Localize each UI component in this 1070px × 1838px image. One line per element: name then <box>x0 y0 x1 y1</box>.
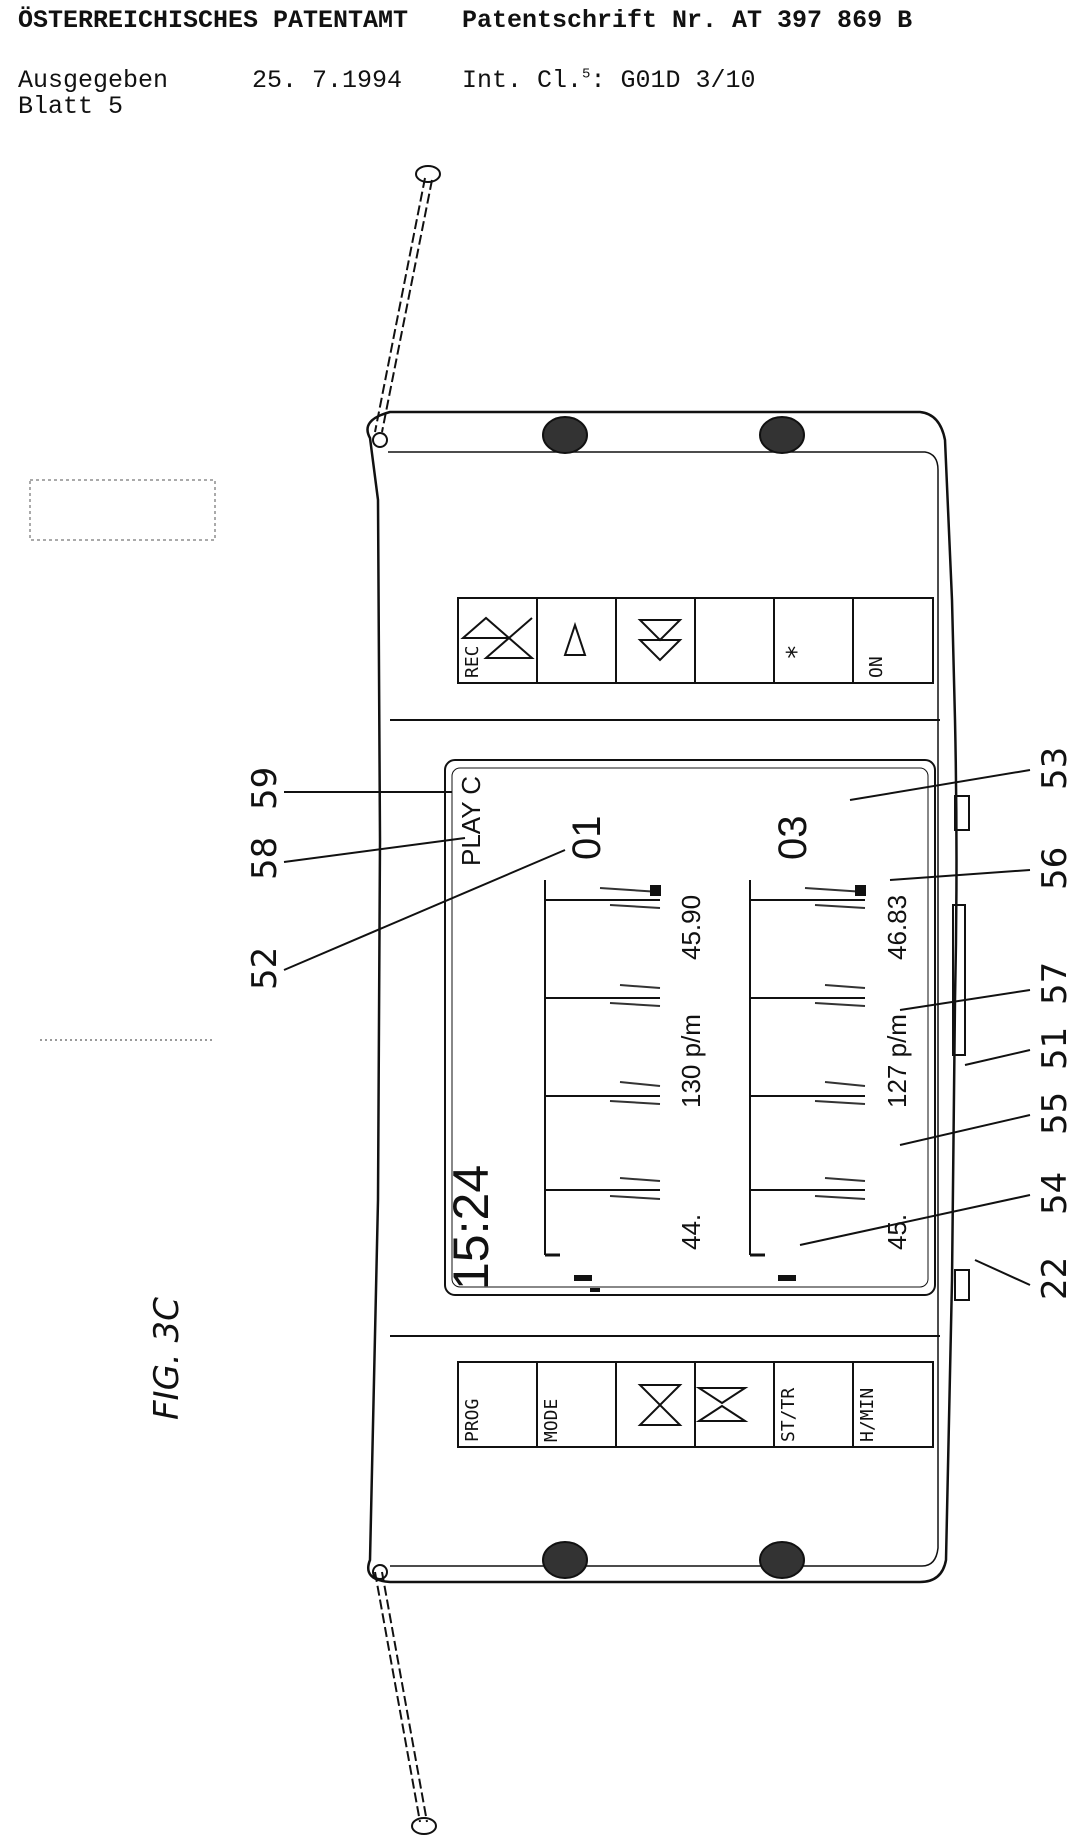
leader-54 <box>799 1194 1031 1246</box>
ref-59: 59 <box>245 767 285 810</box>
screw-top-right <box>759 416 805 454</box>
key-star[interactable]: * <box>782 644 812 660</box>
antenna-top-knob <box>415 165 441 183</box>
antenna-bottom-knob <box>411 1817 437 1835</box>
ref-55: 55 <box>1035 1092 1070 1135</box>
patent-office-name: ÖSTERREICHISCHES PATENTAMT <box>18 6 409 35</box>
fast-forward-down-icon[interactable] <box>637 619 683 662</box>
key-rec[interactable]: REC <box>462 645 483 678</box>
patent-number: Patentschrift Nr. AT 397 869 B <box>462 6 913 35</box>
ref-54: 54 <box>1035 1172 1070 1215</box>
side-button-22[interactable] <box>954 1269 970 1301</box>
leader-22 <box>974 1259 1031 1286</box>
figure-caption: FIG. 3C <box>147 1297 187 1420</box>
leader-53 <box>849 769 1031 801</box>
key-on[interactable]: ON <box>866 656 887 678</box>
side-button-upper <box>954 795 970 831</box>
ref-53: 53 <box>1035 747 1070 790</box>
ref-57: 57 <box>1035 962 1070 1005</box>
ref-52: 52 <box>245 947 285 990</box>
device-housing <box>366 410 958 1584</box>
ref-56: 56 <box>1035 847 1070 890</box>
leader-51 <box>964 1049 1031 1066</box>
key-mode[interactable]: MODE <box>541 1399 562 1442</box>
lcd-channel-1: 01 <box>565 816 609 861</box>
leader-56 <box>889 869 1031 881</box>
int-cl-label: Int. Cl. <box>462 66 583 95</box>
lcd-value-2: 46.83 <box>882 895 912 960</box>
ecg-trace-1 <box>545 887 661 1200</box>
screw-bottom-left <box>542 1541 588 1579</box>
leader-55 <box>899 1114 1031 1146</box>
lcd-channel-2: 03 <box>771 816 815 861</box>
ref-58: 58 <box>245 837 285 880</box>
ecg-trace-2 <box>750 887 866 1200</box>
issued-date: 25. 7.1994 <box>252 66 403 95</box>
key-st-tr[interactable]: ST/TR <box>778 1388 799 1442</box>
int-cl-sup: 5 <box>582 66 591 83</box>
side-connector-51 <box>952 904 966 1056</box>
int-cl-value: : G01D 3/10 <box>590 66 756 95</box>
lcd-mode: PLAY C <box>456 776 486 866</box>
leader-52 <box>283 849 566 971</box>
lcd-display <box>444 759 936 1296</box>
key-prog[interactable]: PROG <box>462 1399 483 1442</box>
left-right-split-icon[interactable] <box>695 1387 749 1422</box>
ref-22: 22 <box>1035 1257 1070 1300</box>
lcd-time: 15:24 <box>443 1165 499 1290</box>
key-h-min[interactable]: H/MIN <box>857 1388 878 1442</box>
lcd-scale-2: 45. <box>882 1214 912 1250</box>
leader-57 <box>899 989 1031 1011</box>
up-triangle-icon[interactable] <box>563 621 587 656</box>
sheet-number: Blatt 5 <box>18 92 124 121</box>
screw-bottom-right <box>759 1541 805 1579</box>
lcd-rate-2: 127 p/m <box>882 1014 912 1108</box>
antenna-top <box>374 177 426 433</box>
ref-51: 51 <box>1035 1027 1070 1070</box>
fast-forward-up-icon[interactable] <box>460 616 535 659</box>
left-right-arrow-icon[interactable] <box>637 1384 683 1426</box>
leader-58 <box>283 837 466 863</box>
lcd-value-1: 45.90 <box>676 895 706 960</box>
int-cl: Int. Cl.5: G01D 3/10 <box>462 66 755 95</box>
screw-top-left <box>542 416 588 454</box>
lcd-rate-1: 130 p/m <box>676 1014 706 1108</box>
issued-label: Ausgegeben <box>18 66 169 95</box>
lcd-scale-1: 44. <box>676 1214 706 1250</box>
antenna-bottom <box>374 1571 421 1823</box>
